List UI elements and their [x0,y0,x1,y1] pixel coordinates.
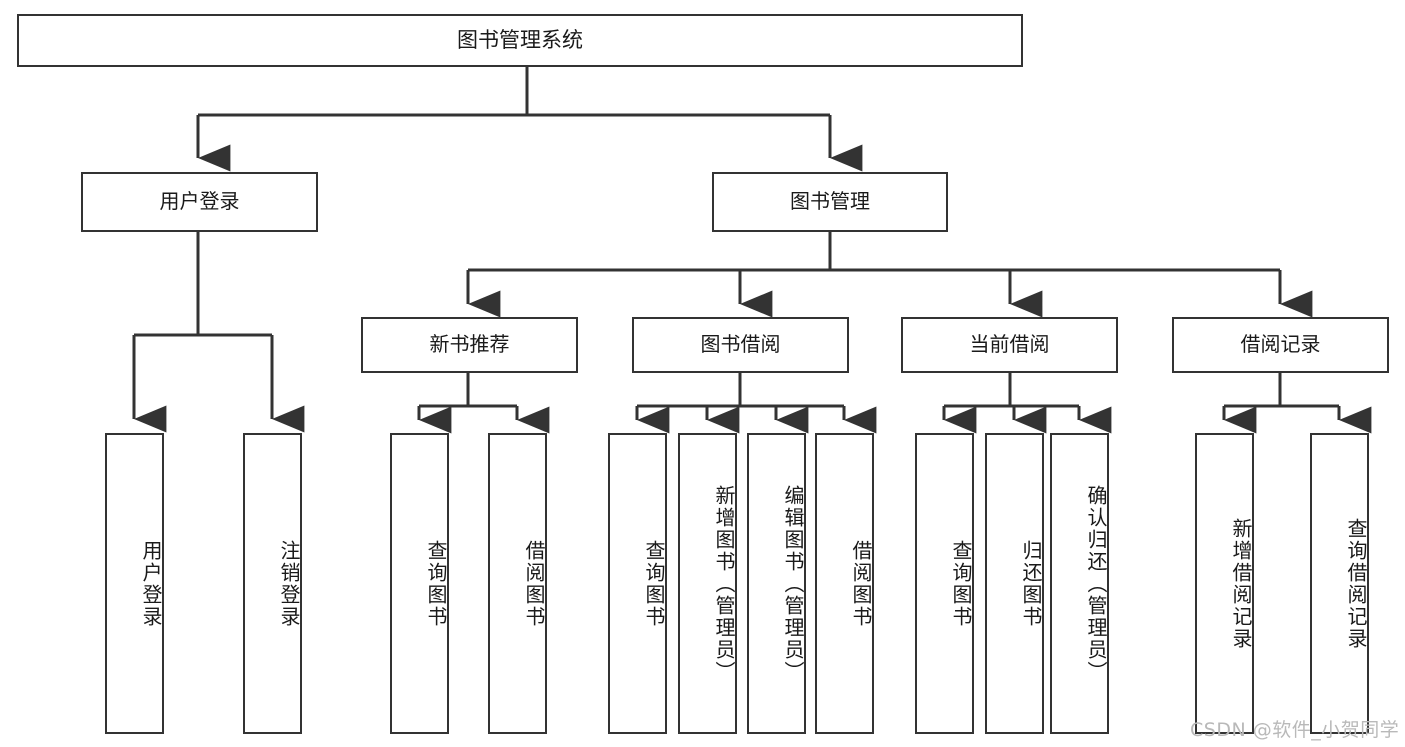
csdn-watermark: CSDN @软件_小贺同学 [1190,719,1400,741]
node-label: 图书管理系统 [457,28,583,53]
node-leaf-query-book-current[interactable]: 查询图书 [915,433,974,734]
node-label: 查询图书 [642,539,666,628]
node-leaf-confirm-return[interactable]: 确认归还（管理员） [1050,433,1109,734]
node-label: 查询图书 [949,539,973,628]
node-label: 借阅图书 [849,539,873,628]
node-leaf-query-book-recommend[interactable]: 查询图书 [390,433,449,734]
node-leaf-user-login[interactable]: 用户登录 [105,433,164,734]
node-label: 图书管理 [790,189,870,214]
node-leaf-query-book-borrow[interactable]: 查询图书 [608,433,667,734]
node-leaf-query-borrow-record[interactable]: 查询借阅记录 [1310,433,1369,734]
node-label: 查询图书 [424,539,448,628]
node-label: 用户登录 [159,189,240,214]
node-label: 新增图书（管理员） [712,484,736,683]
node-label: 归还图书 [1019,539,1043,628]
node-label: 图书借阅 [700,332,781,357]
node-label: 当前借阅 [969,332,1050,357]
node-label: 用户登录 [139,539,163,628]
node-label: 借阅图书 [522,539,546,628]
node-leaf-borrow-book[interactable]: 借阅图书 [815,433,874,734]
node-label: 确认归还（管理员） [1084,484,1108,683]
node-current-borrow[interactable]: 当前借阅 [901,317,1118,373]
node-label: 新增借阅记录 [1229,517,1253,650]
node-leaf-borrow-book-recommend[interactable]: 借阅图书 [488,433,547,734]
node-label: 注销登录 [277,539,301,628]
node-leaf-add-borrow-record[interactable]: 新增借阅记录 [1195,433,1254,734]
node-label: 新书推荐 [429,332,510,357]
node-label: 借阅记录 [1240,332,1321,357]
node-leaf-edit-book[interactable]: 编辑图书（管理员） [747,433,806,734]
node-root-book-management-system[interactable]: 图书管理系统 [17,14,1023,67]
node-borrow-record[interactable]: 借阅记录 [1172,317,1389,373]
node-book-management[interactable]: 图书管理 [712,172,948,232]
node-leaf-return-book[interactable]: 归还图书 [985,433,1044,734]
node-new-book-recommend[interactable]: 新书推荐 [361,317,578,373]
node-leaf-add-book[interactable]: 新增图书（管理员） [678,433,737,734]
node-leaf-user-logout[interactable]: 注销登录 [243,433,302,734]
node-book-borrow[interactable]: 图书借阅 [632,317,849,373]
node-label: 查询借阅记录 [1344,517,1368,650]
node-label: 编辑图书（管理员） [781,484,805,683]
node-user-login[interactable]: 用户登录 [81,172,318,232]
